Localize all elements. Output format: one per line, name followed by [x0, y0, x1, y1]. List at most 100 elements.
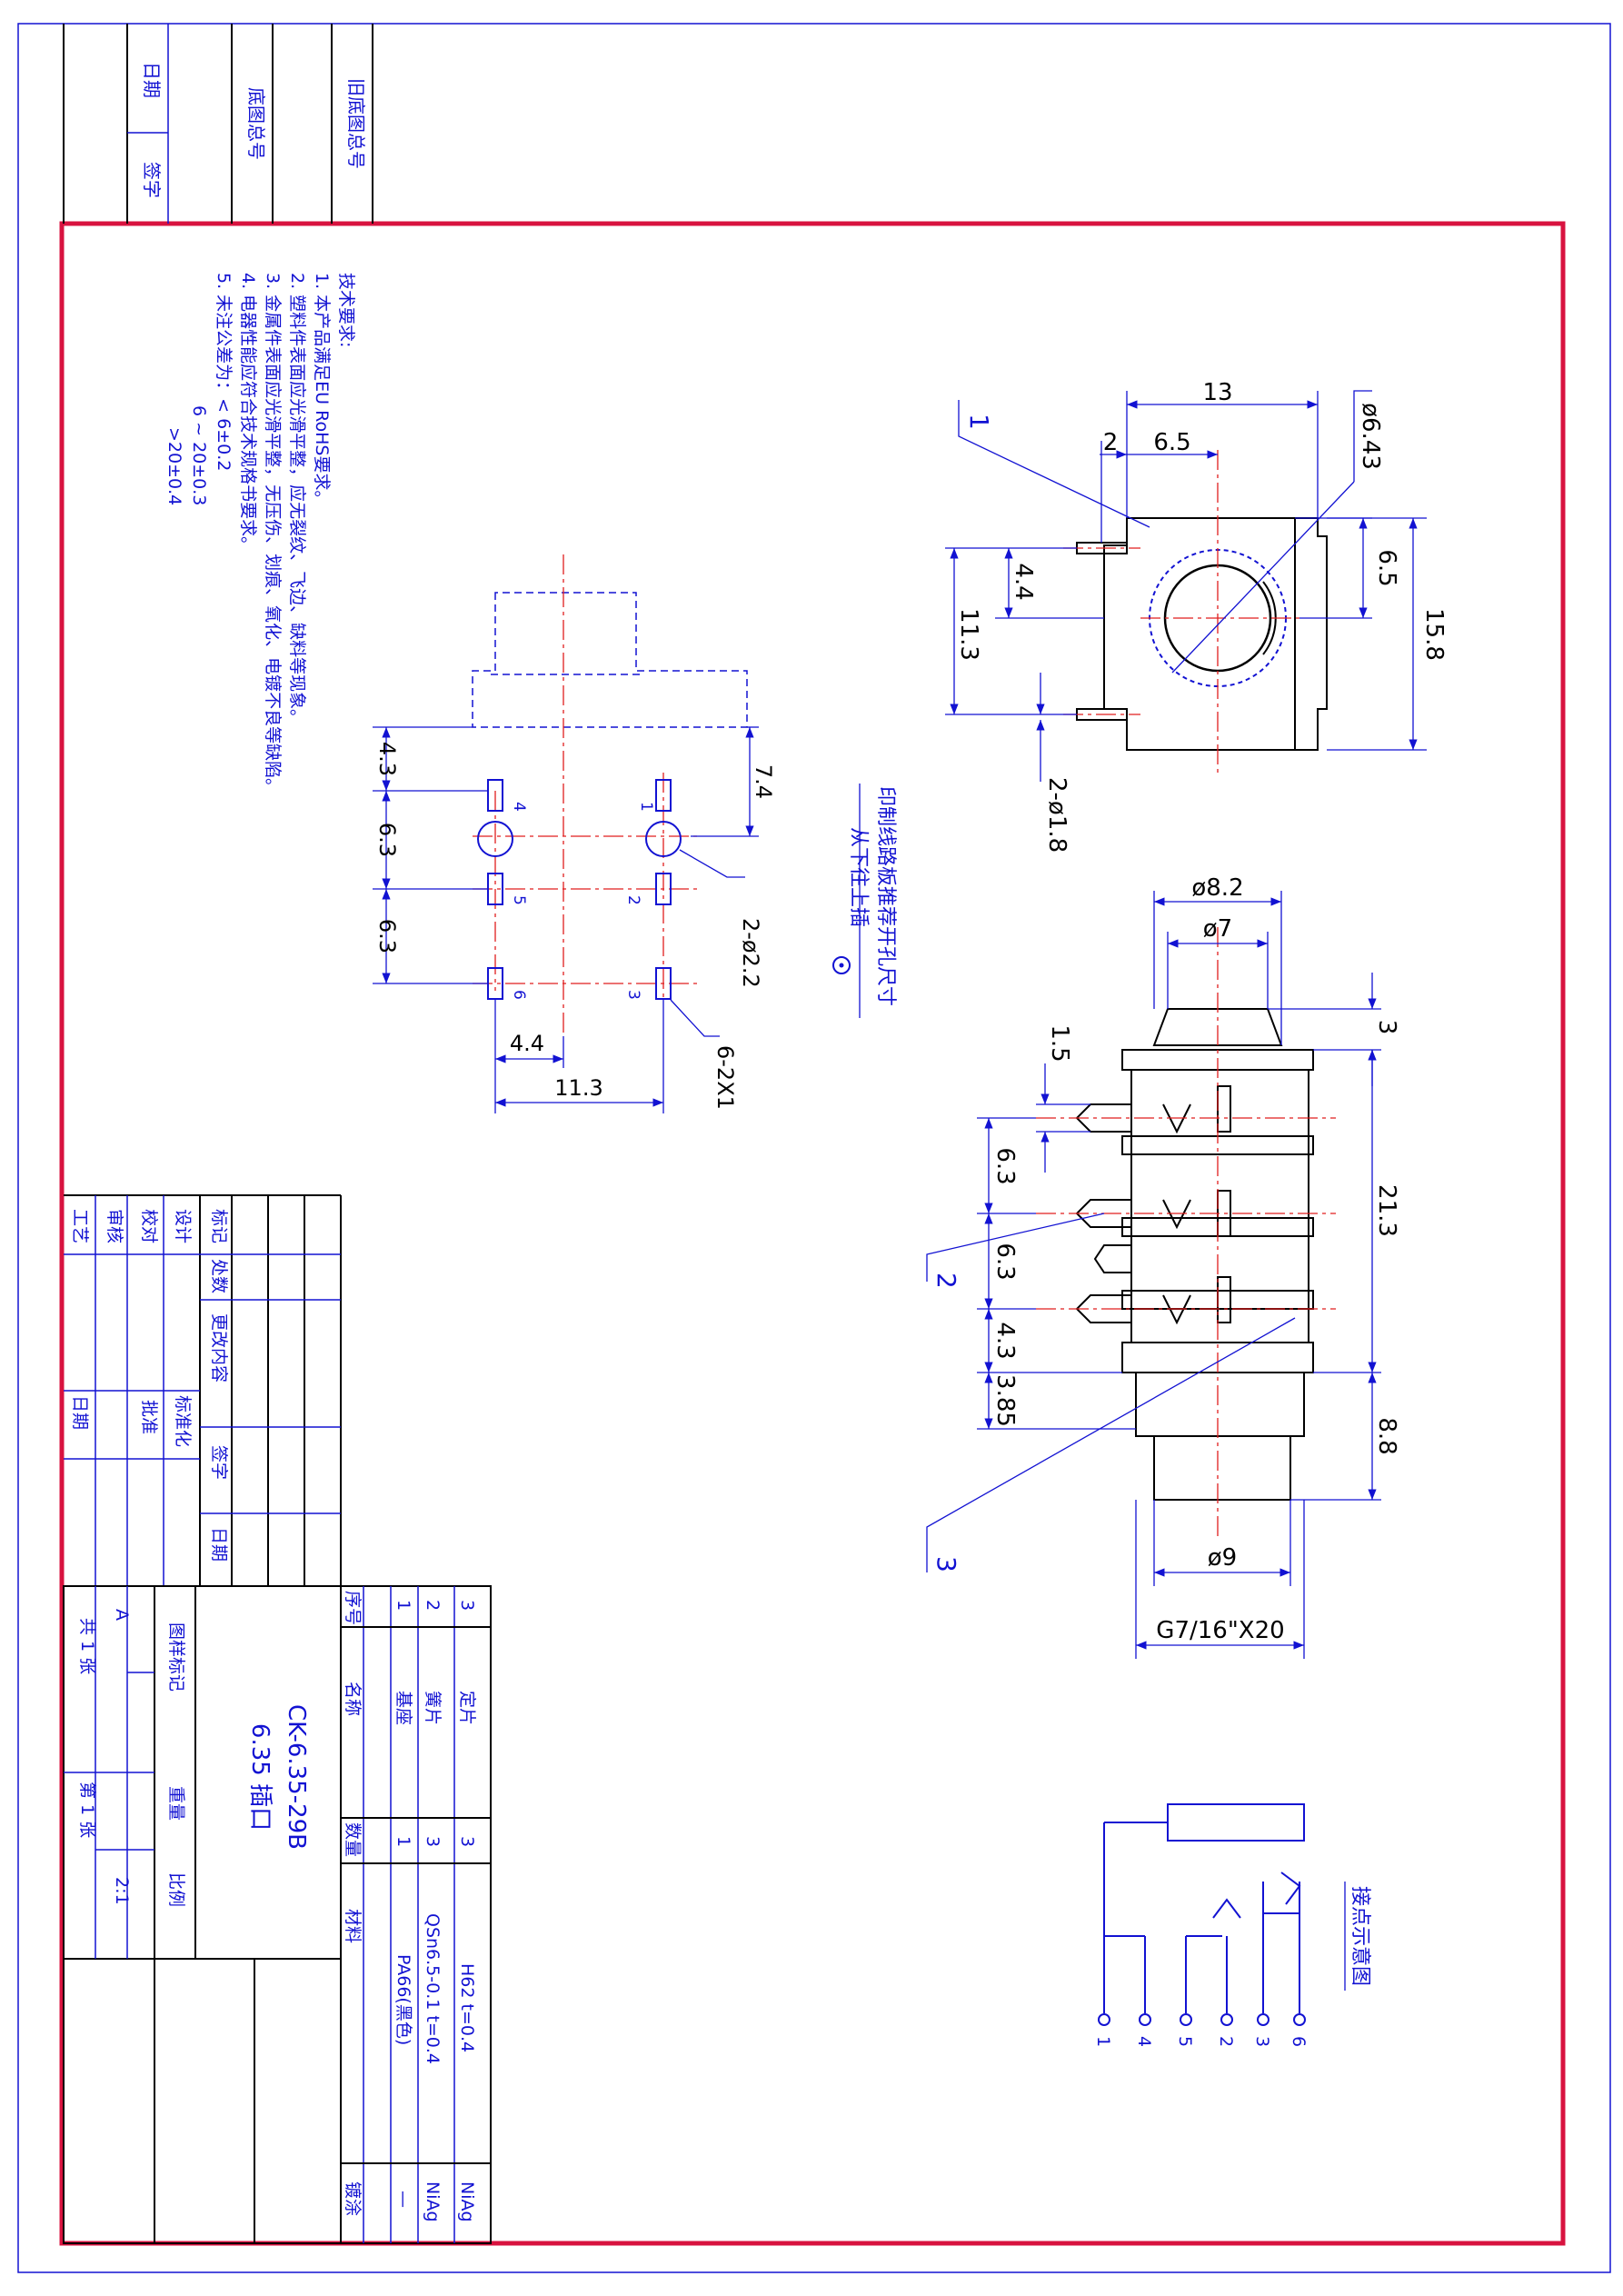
title-drawing-number: CK-6.35-29B — [283, 1704, 310, 1850]
role-date: 日期 — [70, 1395, 90, 1430]
rev-label-date: 日期 — [209, 1527, 229, 1562]
tech-item-2: 2. 塑料件表面应光滑平整，应无裂纹、飞边、缺料等现象。 — [287, 273, 307, 726]
rev-label-content: 更改内容 — [209, 1313, 229, 1383]
bom-row-3-plating: NiAg — [457, 2181, 477, 2222]
tech-requirements: 技术要求: 1. 本产品满足EU RoHS要求。 2. 塑料件表面应光滑平整，应… — [164, 273, 356, 795]
old-base-number-label: 旧底图总号 — [345, 78, 367, 169]
bom-row-2-material: QSn6.5-0.1 t=0.4 — [423, 1913, 443, 2064]
role-proof: 校对 — [139, 1209, 159, 1243]
tech-item-5: 5. 未注公差为：< 6±0.2 — [214, 273, 234, 471]
revision-block — [64, 1194, 342, 1587]
pcb-note-line1: 印制线路板推荐开孔尺寸 — [874, 786, 897, 1006]
pcb-pin-3: 3 — [624, 990, 642, 1000]
bom-row-2-seq: 2 — [423, 1600, 443, 1611]
bom-row-1-qty: 1 — [393, 1836, 413, 1847]
side-dim-21-3: 21.3 — [1373, 1184, 1400, 1237]
pcb-pin-6: 6 — [510, 990, 528, 1000]
side-dim-6-3b: 6.3 — [991, 1243, 1019, 1280]
side-dim-6-3a: 6.3 — [991, 1147, 1019, 1184]
pcb-pin-4: 4 — [510, 802, 528, 812]
bom-row-1-plating: — — [393, 2191, 413, 2208]
front-dim-11-3: 11.3 — [955, 608, 982, 661]
side-dim-3-85: 3.85 — [991, 1374, 1019, 1427]
pcb-dim-4-4: 4.4 — [510, 1031, 544, 1056]
title-sheet-number: 第 1 张 — [77, 1782, 97, 1838]
bom-row-3-name: 定片 — [457, 1691, 477, 1725]
role-standard: 标准化 — [173, 1395, 193, 1447]
title-weight-label: 重量 — [166, 1786, 186, 1821]
bom-row-1-name: 基座 — [393, 1691, 413, 1725]
bom-header-seq: 序号 — [343, 1591, 363, 1625]
bom-header-name: 名称 — [343, 1682, 363, 1716]
front-callout-1: 1 — [964, 414, 994, 430]
contact-diagram-label: 接点示意图 — [1349, 1886, 1371, 1986]
pcb-dim-hole: 2-ø2.2 — [738, 918, 763, 988]
rev-label-count: 处数 — [209, 1259, 229, 1293]
contact-pin-5: 5 — [1175, 2036, 1195, 2047]
base-number-label: 底图总号 — [245, 87, 267, 160]
side-view: ø8.2 ø7 1.5 3 6.3 6.3 4.3 3.85 21.3 8.8 … — [926, 874, 1400, 1659]
side-dim-dia-9: ø9 — [1208, 1544, 1237, 1572]
pcb-note: 印制线路板推荐开孔尺寸 从下往上插 — [832, 784, 897, 1018]
title-part-name: 6.35 插口 — [246, 1723, 274, 1831]
front-dim-15-8: 15.8 — [1420, 608, 1448, 661]
drawing-border — [59, 221, 1566, 2246]
contact-pin-2: 2 — [1216, 2036, 1236, 2047]
pcb-view: 4 1 5 2 6 3 4.3 — [373, 554, 776, 1113]
tech-item-7: >20±0.4 — [164, 427, 184, 505]
role-design: 设计 — [173, 1209, 193, 1243]
rev-label-sign: 签字 — [209, 1445, 229, 1480]
front-dim-dia-6-43: ø6.43 — [1357, 403, 1384, 470]
side-callout-2: 2 — [931, 1273, 961, 1289]
bom-row-2-qty: 3 — [423, 1836, 443, 1847]
tech-item-3: 3. 金属件表面应光滑平整，无压伤、划痕、氧化、电镀不良等缺陷。 — [263, 273, 283, 795]
bom-row-2-plating: NiAg — [423, 2181, 443, 2222]
pcb-dim-pad: 6-2X1 — [712, 1045, 738, 1110]
contact-pin-3: 3 — [1252, 2036, 1272, 2047]
side-dim-dia-8-2: ø8.2 — [1191, 874, 1243, 902]
side-dim-dia-7: ø7 — [1203, 915, 1232, 943]
tech-item-6: 6 ~ 20±0.3 — [189, 405, 209, 505]
title-mark-value: A — [112, 1609, 132, 1621]
side-dim-4-3: 4.3 — [991, 1322, 1019, 1359]
tech-item-4: 4. 电器性能应符合技术规格书要求。 — [238, 273, 258, 554]
role-review: 审核 — [105, 1209, 124, 1243]
archive-block — [63, 24, 373, 224]
pcb-pin-2: 2 — [624, 895, 642, 905]
bom-header-material: 材料 — [343, 1909, 363, 1943]
pcb-note-line2: 从下往上插 — [847, 827, 870, 927]
bom-header-plating: 镀涂 — [343, 2181, 363, 2216]
bom-row-1-seq: 1 — [393, 1600, 413, 1611]
contact-pin-1: 1 — [1093, 2036, 1113, 2047]
pcb-dim-11-3: 11.3 — [554, 1075, 602, 1101]
pcb-dim-7-4: 7.4 — [751, 764, 776, 799]
contact-pin-6: 6 — [1289, 2036, 1309, 2047]
pcb-pin-1: 1 — [637, 802, 655, 812]
front-dim-13: 13 — [1202, 379, 1232, 406]
role-process: 工艺 — [70, 1209, 90, 1243]
front-dim-2: 2 — [1103, 429, 1119, 456]
bom-row-2-name: 簧片 — [423, 1691, 443, 1725]
insert-direction-icon — [832, 956, 851, 974]
front-dim-4-4: 4.4 — [1010, 563, 1037, 600]
outer-frame — [17, 23, 1611, 2273]
side-callout-3: 3 — [931, 1556, 961, 1572]
tech-item-1: 1. 本产品满足EU RoHS要求。 — [312, 273, 332, 507]
bom-row-3-qty: 3 — [457, 1836, 477, 1847]
sign-label: 签字 — [141, 162, 163, 198]
tech-heading: 技术要求: — [336, 273, 356, 347]
front-dim-6-5-side: 6.5 — [1373, 549, 1400, 586]
title-scale-value: 2:1 — [112, 1877, 132, 1905]
rev-label-mark: 标记 — [209, 1209, 229, 1243]
side-dim-8-8: 8.8 — [1373, 1417, 1400, 1454]
title-scale-label: 比例 — [166, 1872, 186, 1907]
front-view: 13 2 6.5 ø6.43 6.5 15.8 4.4 11.3 2-ø1.8 … — [945, 379, 1448, 853]
bom-header-qty: 数量 — [343, 1822, 363, 1857]
date-label: 日期 — [141, 62, 163, 98]
pcb-dim-6-3a: 6.3 — [374, 823, 400, 857]
bom-row-3-seq: 3 — [457, 1600, 477, 1611]
pcb-dim-4-3: 4.3 — [374, 742, 400, 776]
title-total-sheets: 共 1 张 — [77, 1618, 97, 1674]
bom-row-3-material: H62 t=0.4 — [457, 1963, 477, 2052]
